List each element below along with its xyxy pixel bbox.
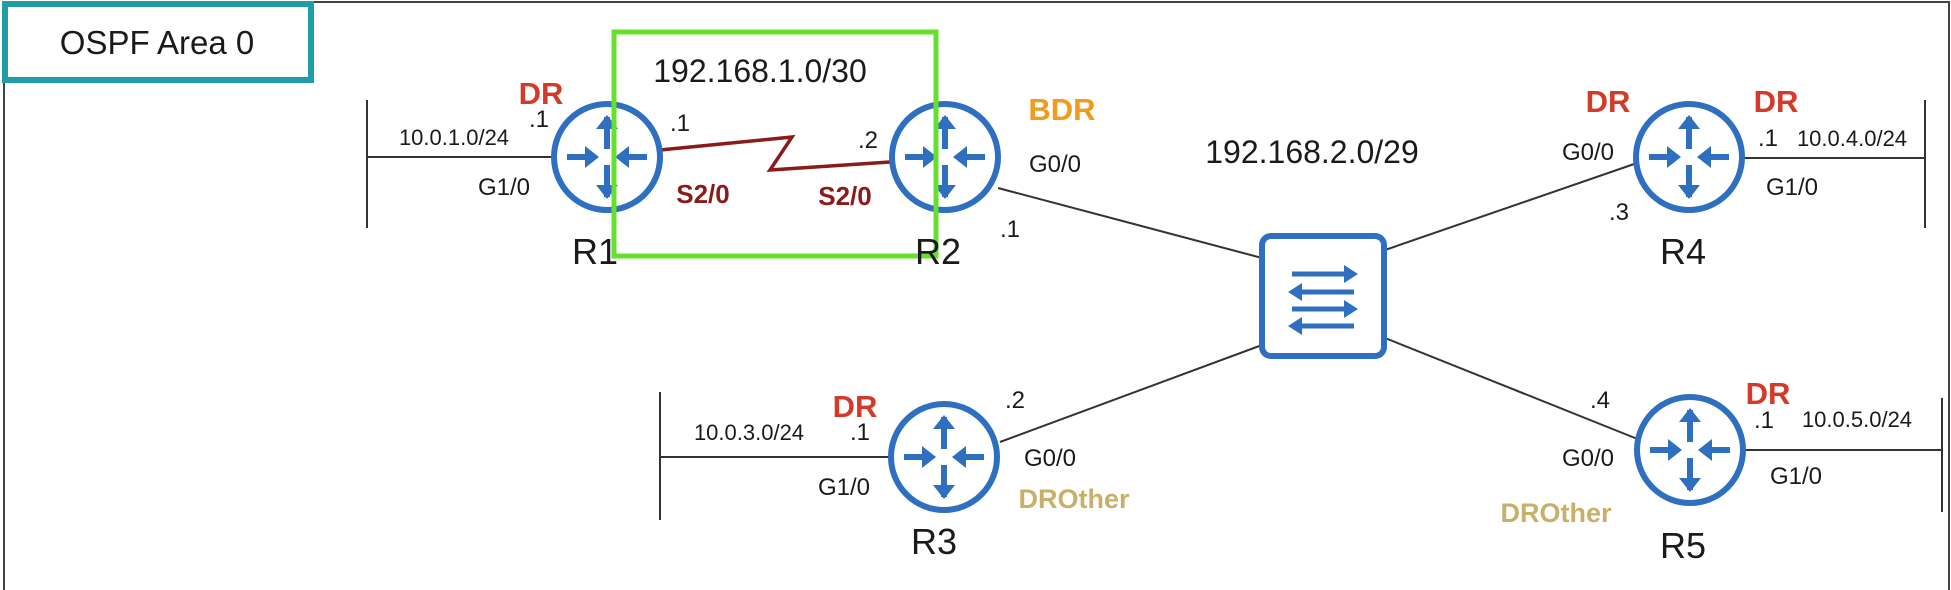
router-r5[interactable] [1637, 397, 1743, 503]
r1-serial-interface: S2/0 [676, 179, 730, 209]
router-icon [1636, 104, 1742, 210]
r3-switch-ip: .2 [1005, 387, 1025, 414]
r5-switch-link [1384, 337, 1641, 441]
r5-lan-interface: G1/0 [1770, 463, 1822, 490]
r5-lan-network-label: 10.0.5.0/24 [1802, 407, 1912, 432]
r3-lan-network-label: 10.0.3.0/24 [694, 420, 804, 445]
r2-switch-ip: .1 [1000, 216, 1020, 243]
r5-switch-ip: .4 [1590, 387, 1610, 414]
router-r2[interactable] [892, 104, 998, 210]
serial-segment-highlight [611, 29, 939, 259]
r2-name: R2 [915, 231, 961, 272]
r1-serial-ip: .1 [670, 110, 690, 137]
router-icon [891, 404, 997, 510]
r1-lan-interface: G1/0 [478, 174, 530, 201]
r4-lan-interface: G1/0 [1766, 174, 1818, 201]
r3-lan-role: DR [833, 389, 878, 424]
r1-lan-role: DR [519, 76, 564, 111]
r2-serial-ip: .2 [858, 127, 878, 154]
r4-switch-link [1384, 161, 1641, 251]
router-icon [554, 104, 660, 210]
area-label: OSPF Area 0 [2, 1, 314, 83]
r3-lan-ip: .1 [850, 419, 870, 446]
r4-lan-ip: .1 [1758, 125, 1778, 152]
r5-switch-interface: G0/0 [1562, 445, 1614, 472]
router-r1[interactable] [554, 104, 660, 210]
r2-switch-link [997, 187, 1263, 259]
r1-lan-network-label: 10.0.1.0/24 [399, 125, 509, 150]
switch-icon [1259, 233, 1387, 359]
serial-network-label: 192.168.1.0/30 [653, 53, 867, 89]
r4-lan-network-label: 10.0.4.0/24 [1797, 126, 1907, 151]
r3-name: R3 [911, 521, 957, 562]
r5-lan-role: DR [1746, 376, 1791, 411]
r3-switch-link [999, 344, 1263, 443]
switch[interactable] [1259, 233, 1387, 359]
serial-link [659, 134, 891, 172]
r5-name: R5 [1660, 525, 1706, 566]
r1-name: R1 [572, 231, 618, 272]
r4-name: R4 [1660, 231, 1706, 272]
r4-switch-role: DR [1586, 84, 1631, 119]
area-label-text: OSPF Area 0 [60, 24, 254, 61]
r5-lan-ip: .1 [1754, 407, 1774, 434]
r5-switch-role: DROther [1500, 498, 1611, 528]
router-icon [892, 104, 998, 210]
r3-switch-interface: G0/0 [1024, 445, 1076, 472]
diagram-border [3, 1, 1950, 590]
switch-network-label: 192.168.2.0/29 [1205, 134, 1419, 170]
r4-switch-ip: .3 [1609, 199, 1629, 226]
r1-lan-ip: .1 [529, 106, 549, 133]
r4-switch-interface: G0/0 [1562, 139, 1614, 166]
router-r4[interactable] [1636, 104, 1742, 210]
router-icon [1637, 397, 1743, 503]
r2-serial-interface: S2/0 [818, 181, 872, 211]
r2-switch-interface: G0/0 [1029, 151, 1081, 178]
r3-lan-interface: G1/0 [818, 474, 870, 501]
r3-switch-role: DROther [1018, 484, 1129, 514]
r4-lan-role: DR [1754, 84, 1799, 119]
r2-switch-role: BDR [1028, 92, 1095, 127]
router-r3[interactable] [891, 404, 997, 510]
